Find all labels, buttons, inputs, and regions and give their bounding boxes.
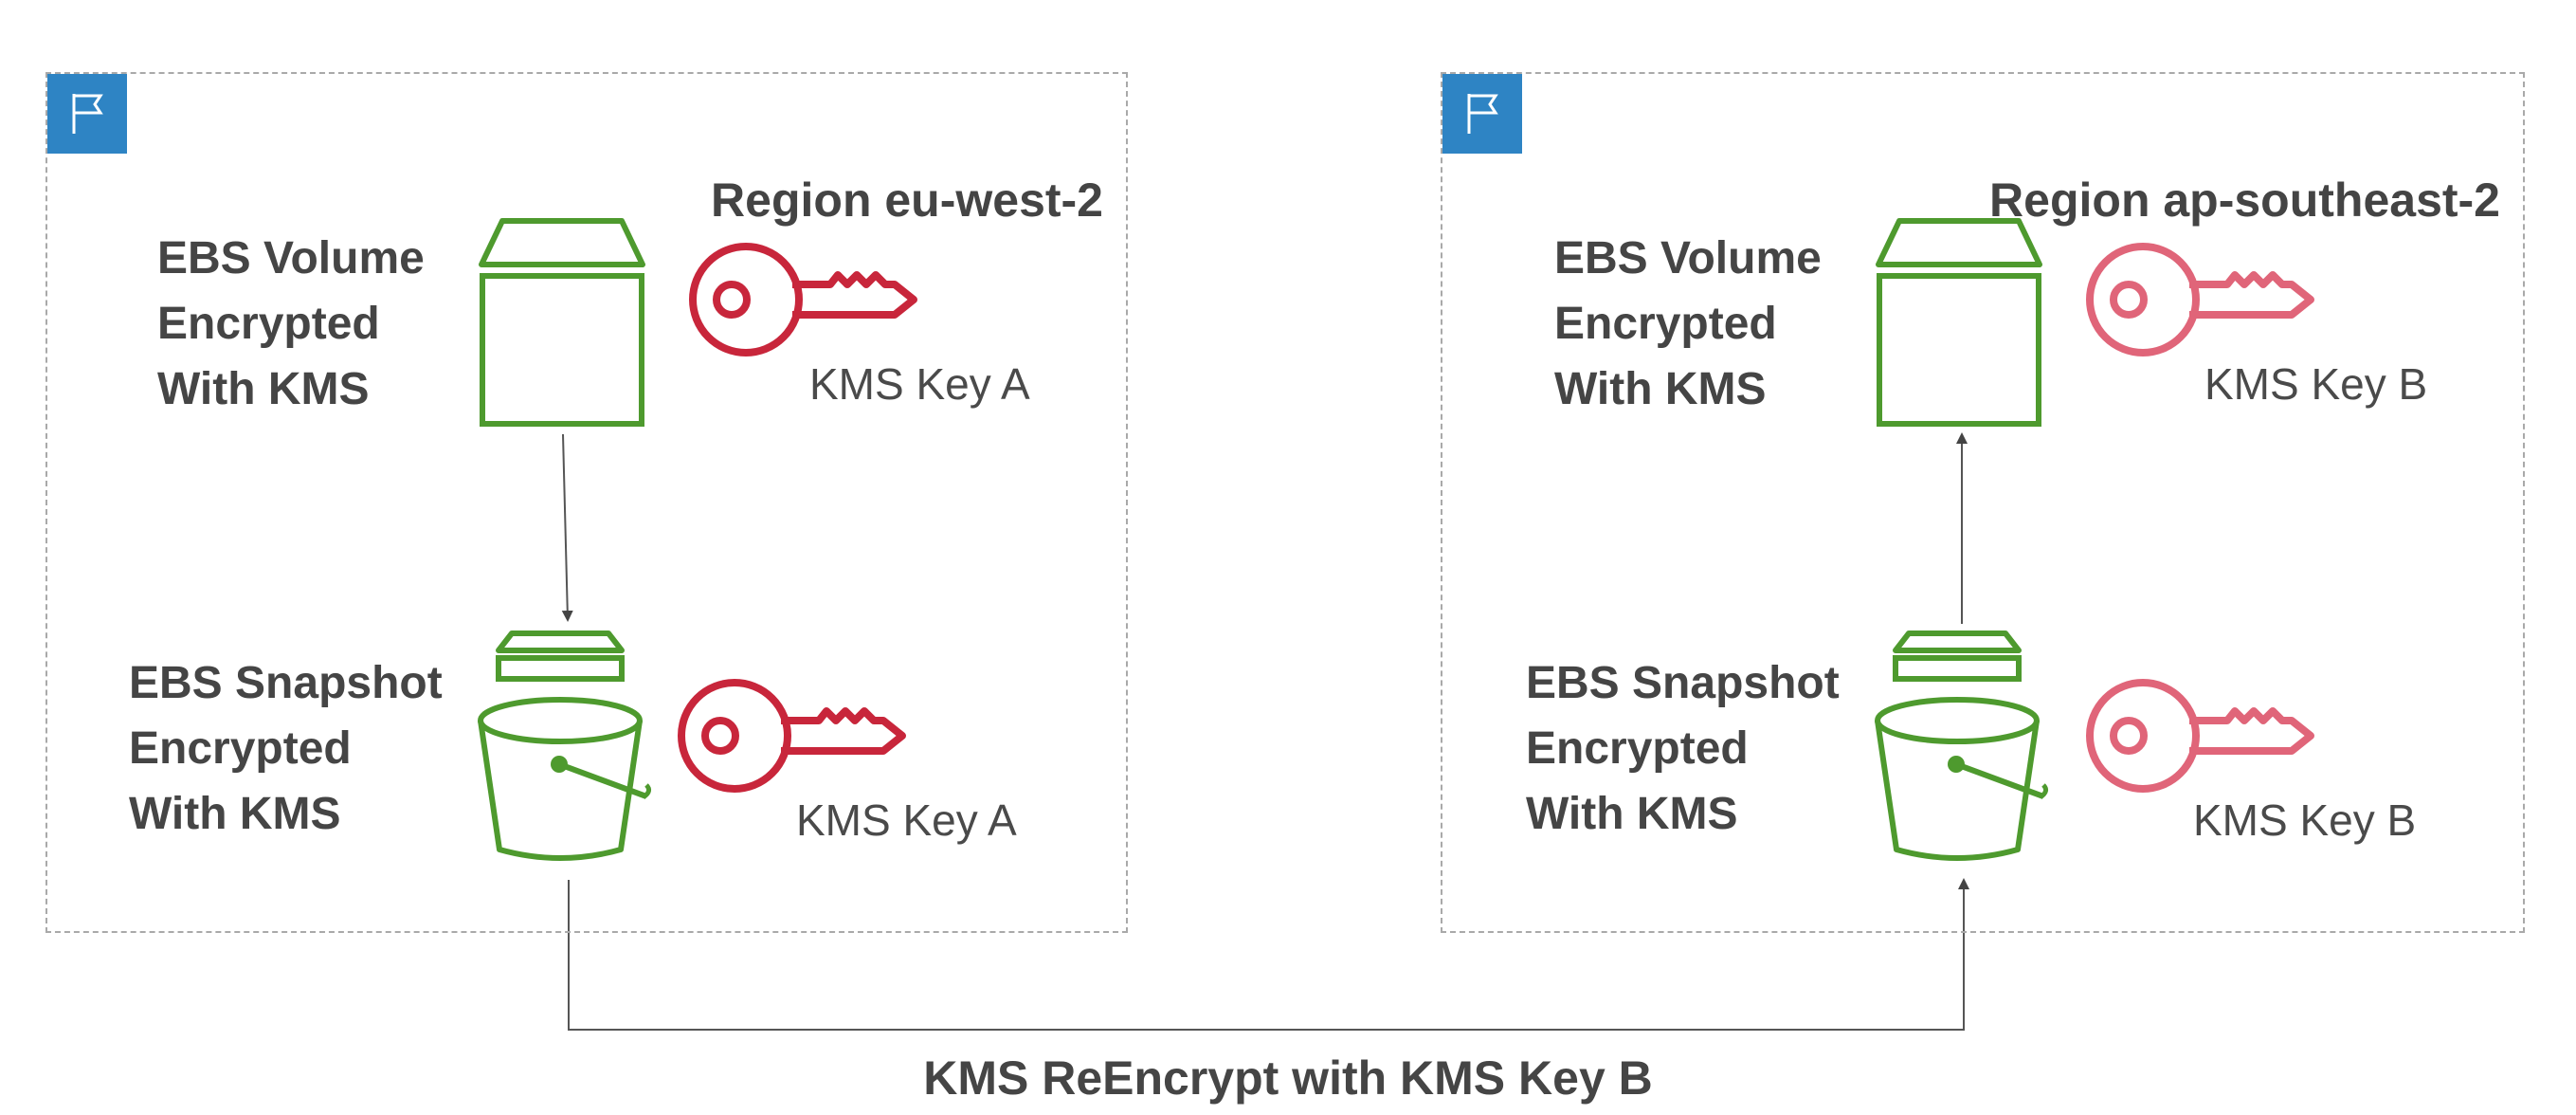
- kms-key-icon: [678, 679, 906, 793]
- snapshot-description: EBS Snapshot Encrypted With KMS: [129, 658, 443, 839]
- snapshot-description: EBS Snapshot Encrypted With KMS: [1526, 658, 1840, 839]
- reencrypt-copy-path: [568, 878, 1969, 1031]
- ebs-volume-icon: [479, 218, 645, 427]
- region-box-ap-southeast-2: Region ap-southeast-2: [1441, 72, 2525, 933]
- arrow-volume-to-snapshot: [561, 433, 573, 622]
- region-box-eu-west-2: Region eu-west-2: [45, 72, 1128, 933]
- region-title: Region ap-southeast-2: [1989, 174, 2500, 227]
- ebs-volume-icon: [1876, 218, 2042, 427]
- kms-key-icon: [689, 243, 917, 356]
- volume-description: EBS Volume Encrypted With KMS: [1554, 233, 1822, 414]
- region-title: Region eu-west-2: [711, 174, 1103, 227]
- kms-key-label: KMS Key A: [809, 359, 1030, 409]
- kms-key-label: KMS Key B: [2204, 359, 2428, 409]
- kms-key-label: KMS Key A: [796, 795, 1017, 845]
- region-flag-icon: [47, 74, 127, 154]
- volume-description: EBS Volume Encrypted With KMS: [157, 233, 425, 414]
- ebs-snapshot-icon: [478, 631, 652, 861]
- ebs-snapshot-icon: [1875, 631, 2049, 861]
- kms-key-label: KMS Key B: [2193, 795, 2417, 845]
- kms-key-icon: [2086, 679, 2314, 793]
- reencrypt-caption: KMS ReEncrypt with KMS Key B: [923, 1051, 1653, 1105]
- kms-key-icon: [2086, 243, 2314, 356]
- region-flag-icon: [1442, 74, 1522, 154]
